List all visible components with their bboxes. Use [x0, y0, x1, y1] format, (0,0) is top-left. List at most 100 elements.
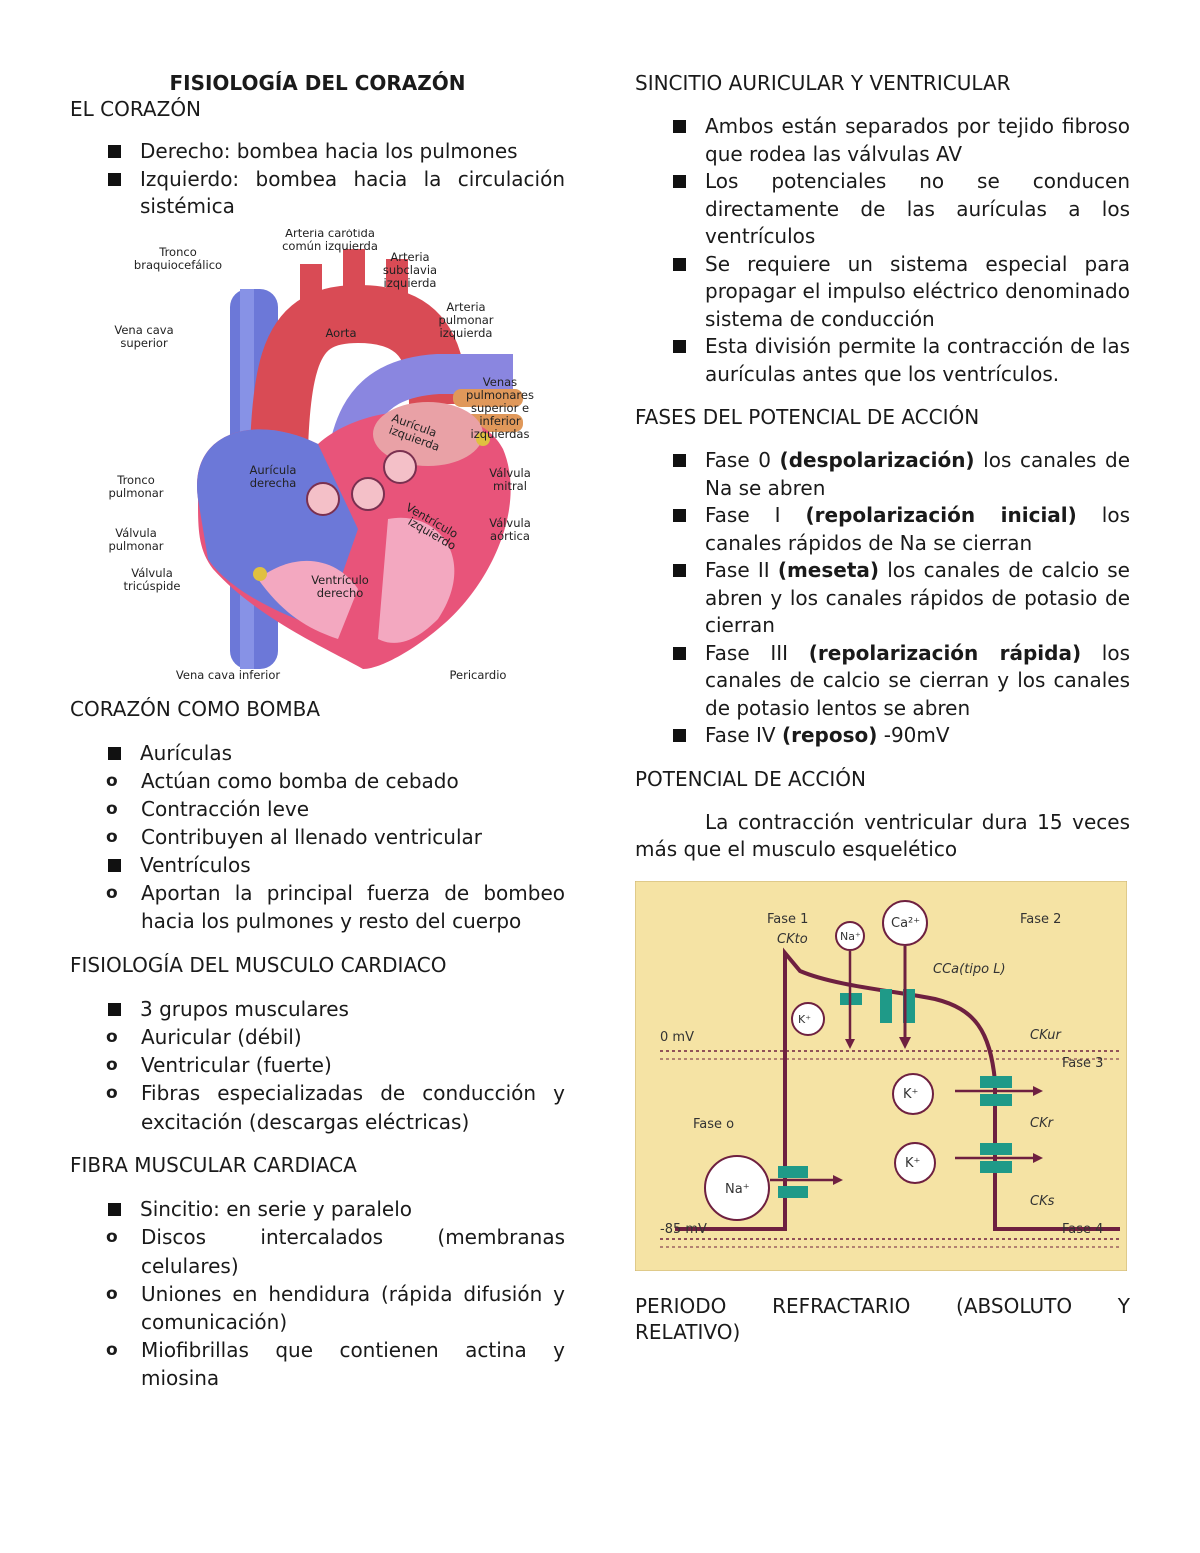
right-column: SINCITIO AURICULAR Y VENTRICULAR Ambos e…: [635, 70, 1130, 1345]
svg-text:Pericardio: Pericardio: [450, 668, 507, 682]
ap-label-cks: CKs: [1030, 1194, 1055, 1209]
svg-text:Válvula: Válvula: [489, 516, 531, 530]
svg-text:tricúspide: tricúspide: [124, 579, 181, 593]
heart-label: Tronco: [158, 245, 197, 259]
ap-label-ckur: CKur: [1030, 1028, 1062, 1043]
list-item: Los potenciales no se conducen directame…: [635, 168, 1130, 251]
bullet-list-fibra: Sincitio: en serie y paralelo: [70, 1196, 565, 1224]
bullet-list-musculo: 3 grupos musculares: [70, 996, 565, 1024]
svg-text:derecha: derecha: [250, 476, 297, 490]
section-heading-sincitio: SINCITIO AURICULAR Y VENTRICULAR: [635, 71, 1011, 95]
ap-label-fase1: Fase 1: [767, 912, 808, 927]
bullet-list-corazon: Derecho: bombea hacia los pulmones Izqui…: [70, 138, 565, 221]
bullet-list-fases: Fase 0 (despolarización) los canales de …: [635, 447, 1130, 750]
list-item: Uniones en hendidura (rápida difusión y …: [70, 1280, 565, 1336]
svg-text:Válvula: Válvula: [131, 566, 173, 580]
svg-text:común izquierda: común izquierda: [282, 239, 378, 253]
list-item: Fase IV (reposo) -90mV: [635, 722, 1130, 750]
list-item: Ventricular (fuerte): [70, 1051, 565, 1079]
svg-text:aórtica: aórtica: [490, 529, 530, 543]
section-heading-corazon: EL CORAZÓN: [70, 97, 202, 121]
section-heading-refractario-line1: PERIODO REFRACTARIO (ABSOLUTO Y: [635, 1293, 1130, 1318]
section-heading-potencial: POTENCIAL DE ACCIÓN: [635, 766, 866, 791]
svg-text:Aurícula: Aurícula: [250, 463, 297, 477]
list-item: 3 grupos musculares: [70, 996, 565, 1024]
sub-list-ventriculos: Aportan la principal fuerza de bombeo ha…: [70, 879, 565, 935]
list-item: Se requiere un sistema especial para pro…: [635, 251, 1130, 334]
ap-label-fase2: Fase 2: [1020, 912, 1061, 927]
list-item: Fibras especializadas de conducción y ex…: [70, 1079, 565, 1135]
ap-label-ckr: CKr: [1030, 1116, 1055, 1131]
sub-list-auriculas: Actúan como bomba de cebado Contracción …: [70, 767, 565, 852]
list-item: Fase 0 (despolarización) los canales de …: [635, 447, 1130, 502]
svg-text:Ventrículo: Ventrículo: [311, 573, 369, 587]
svg-text:pulmonar: pulmonar: [438, 313, 493, 327]
list-item: Miofibrillas que contienen actina y mios…: [70, 1336, 565, 1392]
svg-text:Válvula: Válvula: [489, 466, 531, 480]
sub-list-musculo: Auricular (débil) Ventricular (fuerte) F…: [70, 1023, 565, 1136]
ap-label-k3: K⁺: [905, 1156, 920, 1171]
ap-label-ca: Ca²⁺: [891, 916, 920, 931]
ap-label-cca: CCa(tipo L): [933, 962, 1006, 977]
svg-text:superior e: superior e: [471, 401, 529, 415]
svg-text:superior: superior: [120, 336, 168, 350]
list-item: Actúan como bomba de cebado: [70, 767, 565, 795]
heart-anatomy-diagram: Tronco braquiocefálico Arteria carótida …: [108, 229, 534, 682]
bullet-list-ventriculos: Ventrículos: [70, 852, 565, 880]
ap-label-minus85: -85 mV: [660, 1222, 707, 1237]
list-item: Esta división permite la contracción de …: [635, 333, 1130, 388]
list-item: Fase III (repolarización rápida) los can…: [635, 640, 1130, 723]
svg-text:braquiocefálico: braquiocefálico: [134, 258, 222, 272]
svg-text:izquierdas: izquierdas: [471, 427, 530, 441]
list-item: Ventrículos: [70, 852, 565, 880]
svg-text:Vena cava inferior: Vena cava inferior: [176, 668, 280, 682]
document-title: FISIOLOGÍA DEL CORAZÓN: [169, 71, 466, 95]
ap-label-na-small: Na⁺: [840, 930, 861, 943]
svg-text:Vena cava: Vena cava: [114, 323, 173, 337]
list-item: Izquierdo: bombea hacia la circulación s…: [70, 166, 565, 221]
svg-text:pulmonares: pulmonares: [466, 388, 534, 402]
ap-label-fase4: Fase 4: [1062, 1222, 1103, 1237]
list-item: Aportan la principal fuerza de bombeo ha…: [70, 879, 565, 935]
svg-text:Aorta: Aorta: [326, 326, 357, 340]
svg-text:izquierda: izquierda: [384, 276, 437, 290]
ap-label-k2: K⁺: [903, 1087, 918, 1102]
left-column: FISIOLOGÍA DEL CORAZÓN EL CORAZÓN Derech…: [70, 70, 565, 1393]
bullet-list-sincitio: Ambos están separados por tejido fibroso…: [635, 113, 1130, 388]
svg-text:Válvula: Válvula: [115, 526, 157, 540]
svg-text:Arteria: Arteria: [390, 250, 429, 264]
list-item: Discos intercalados (membranas celulares…: [70, 1223, 565, 1279]
svg-text:subclavia: subclavia: [383, 263, 437, 277]
list-item: Fase I (repolarización inicial) los cana…: [635, 502, 1130, 557]
section-heading-refractario-line2: RELATIVO): [635, 1319, 741, 1344]
section-heading-musculo: FISIOLOGÍA DEL MUSCULO CARDIACO: [70, 952, 447, 977]
ap-label-na-large: Na⁺: [725, 1182, 750, 1197]
list-item: Contribuyen al llenado ventricular: [70, 823, 565, 851]
list-item: Ambos están separados por tejido fibroso…: [635, 113, 1130, 168]
list-item: Aurículas: [70, 740, 565, 768]
svg-text:Arteria carótida: Arteria carótida: [285, 229, 375, 240]
svg-text:Tronco: Tronco: [116, 473, 155, 487]
list-item: Auricular (débil): [70, 1023, 565, 1051]
svg-text:Venas: Venas: [483, 375, 517, 389]
section-heading-fibra: FIBRA MUSCULAR CARDIACA: [70, 1152, 357, 1177]
ap-label-ckto: CKto: [777, 932, 808, 947]
list-item: Contracción leve: [70, 795, 565, 823]
svg-text:inferior: inferior: [479, 414, 521, 428]
ap-label-0mv: 0 mV: [660, 1030, 694, 1045]
sub-list-fibra: Discos intercalados (membranas celulares…: [70, 1223, 565, 1392]
ap-label-fase3: Fase 3: [1062, 1056, 1103, 1071]
ap-label-fase0: Fase o: [693, 1117, 734, 1132]
svg-text:mitral: mitral: [493, 479, 527, 493]
svg-text:Arteria: Arteria: [446, 300, 485, 314]
section-heading-bomba: CORAZÓN COMO BOMBA: [70, 696, 321, 721]
list-item: Sincitio: en serie y paralelo: [70, 1196, 565, 1224]
list-item: Fase II (meseta) los canales de calcio s…: [635, 557, 1130, 640]
svg-text:pulmonar: pulmonar: [108, 486, 163, 500]
bullet-list-bomba: Aurículas: [70, 740, 565, 768]
svg-text:izquierda: izquierda: [440, 326, 493, 340]
section-heading-fases: FASES DEL POTENCIAL DE ACCIÓN: [635, 405, 980, 429]
svg-text:derecho: derecho: [317, 586, 364, 600]
action-potential-diagram: Fase 1 Fase 2 Fase 3 Fase 4 Fase o 0 mV …: [635, 880, 1127, 1271]
ap-label-k1: K⁺: [798, 1013, 811, 1026]
